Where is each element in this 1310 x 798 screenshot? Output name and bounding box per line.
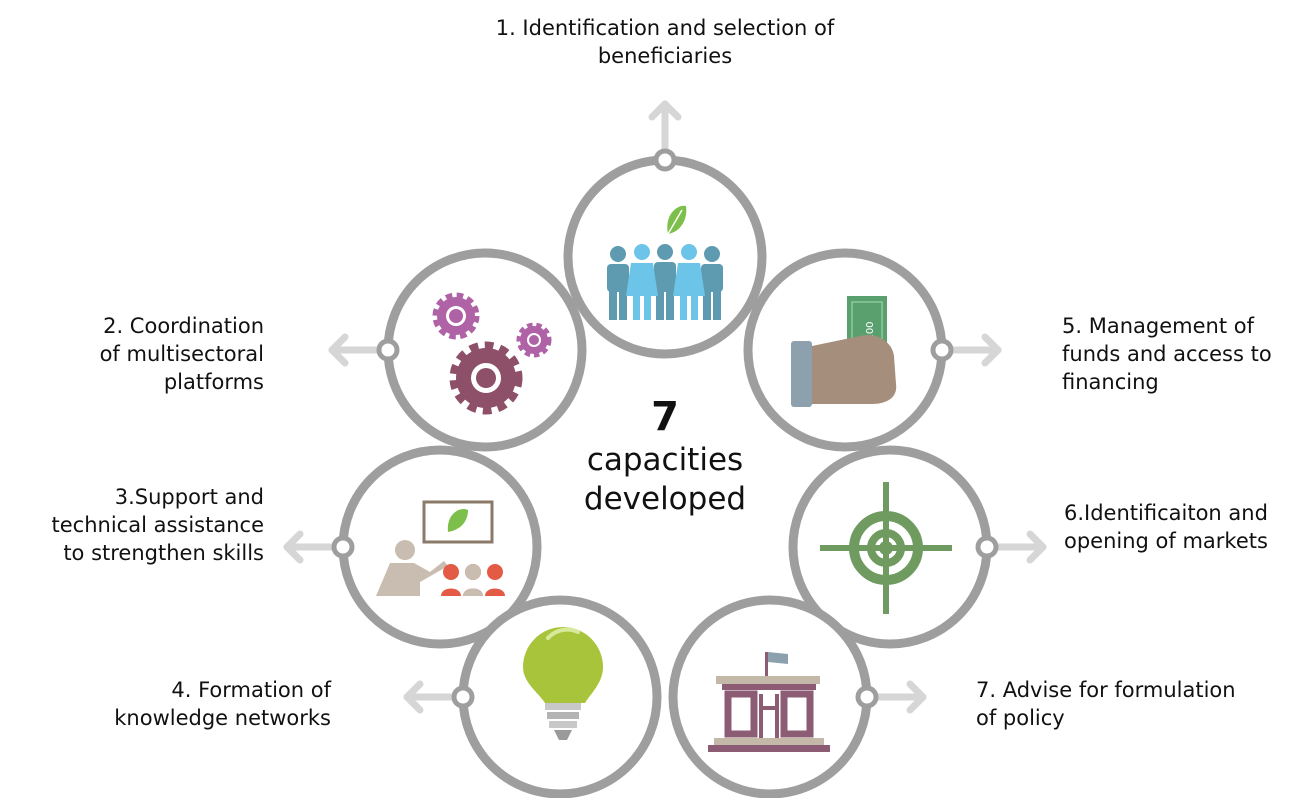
capacity-label-3: 3.Support and technical assistance to st… [51, 485, 264, 565]
people-leaf-icon [607, 205, 723, 320]
teacher-board-icon [376, 500, 505, 596]
capacity-label-4: 4. Formation of knowledge networks [114, 678, 331, 730]
center-title: 7 capacities developed [540, 393, 790, 519]
center-number: 7 [651, 394, 679, 440]
government-building-icon [708, 652, 830, 752]
knobs [331, 148, 999, 709]
center-caption: capacities developed [583, 442, 747, 517]
ring-7 [668, 595, 872, 798]
hand-money-icon: 100 [791, 296, 897, 407]
capacity-label-7: 7. Advise for formulation of policy [976, 678, 1236, 730]
money-note-text: 100 [865, 321, 876, 340]
capacity-label-6: 6.Identificaiton and opening of markets [1064, 501, 1268, 553]
lightbulb-icon [523, 627, 603, 740]
target-icon [820, 482, 952, 614]
capacity-label-5: 5. Management of funds and access to fin… [1062, 314, 1272, 394]
arrow-up-1 [648, 100, 682, 159]
capacity-label-2: 2. Coordination of multisectoral platfor… [99, 314, 264, 394]
gears-icon [432, 292, 552, 415]
capacity-label-1: 1. Identification and selection of benef… [495, 16, 835, 68]
